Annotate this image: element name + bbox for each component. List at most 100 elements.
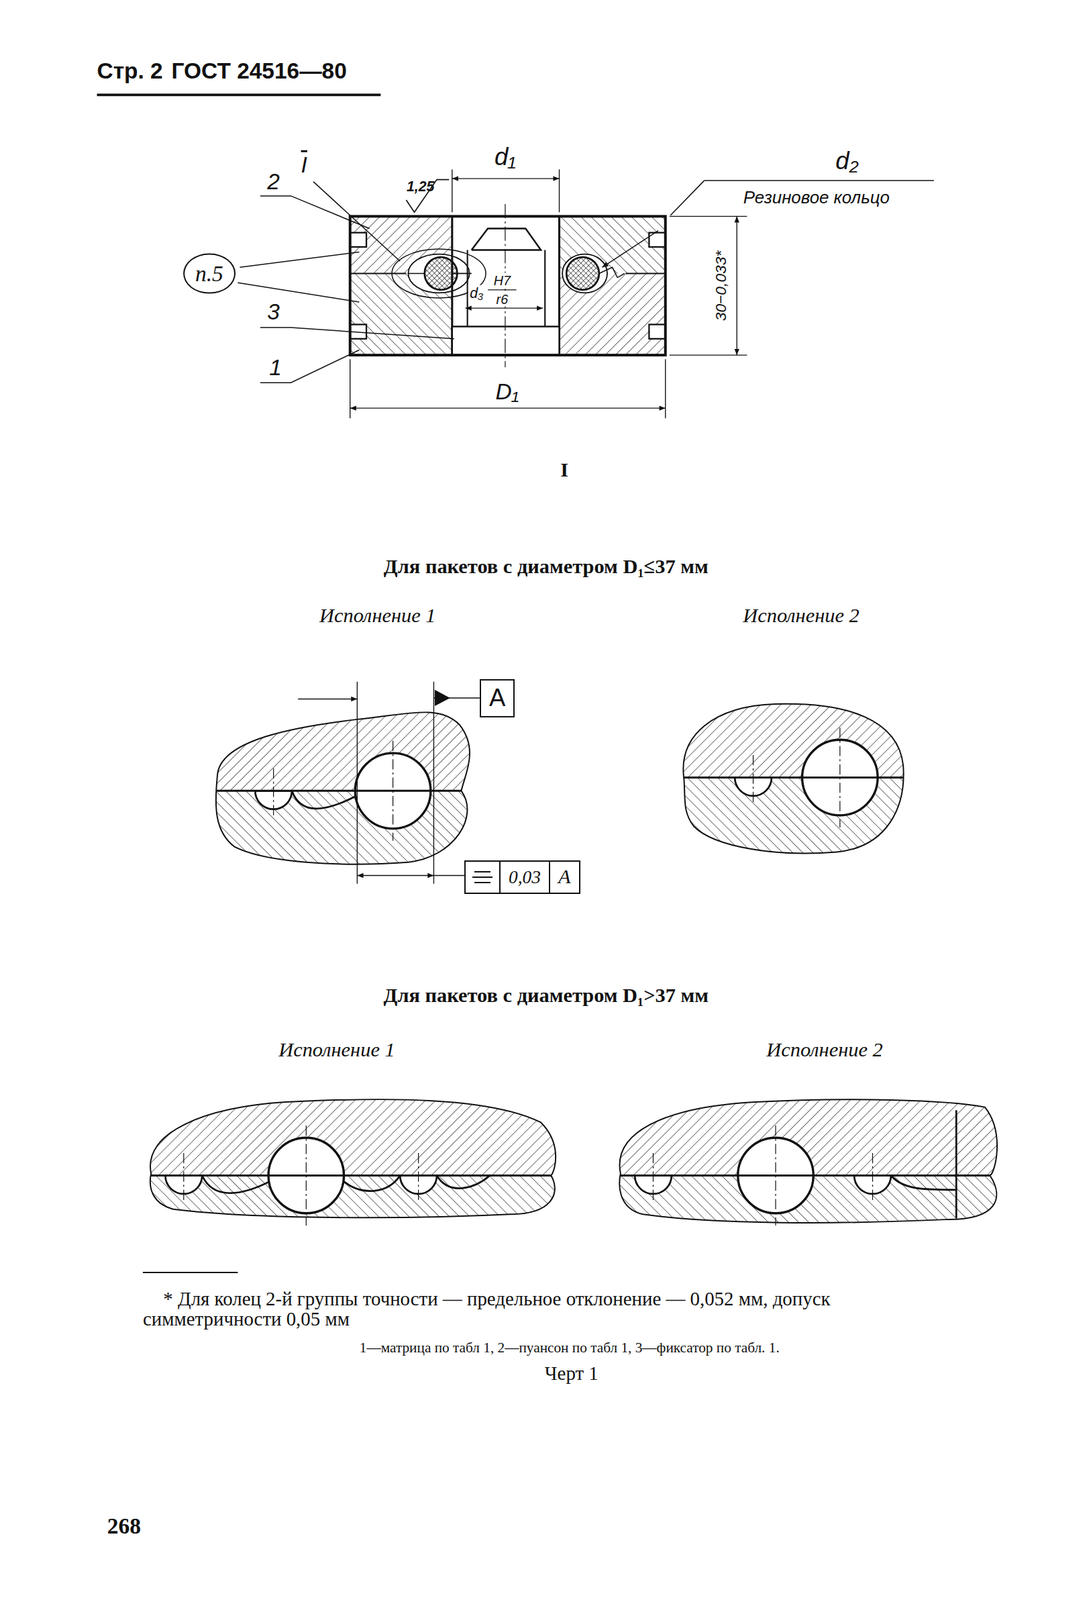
drawing-label: Для пакетов с диаметром D₁>37 мм [383, 983, 709, 1008]
note-text: 1—матрица по табл 1, 2—пуансон по табл 1… [359, 1339, 780, 1356]
drawing-label: Исполнение 2 [766, 1037, 883, 1061]
drawing-part [669, 354, 748, 355]
drawing-part [669, 216, 748, 217]
drawing-label: 2 [267, 168, 280, 194]
fixator [452, 326, 560, 356]
node-text: A [481, 680, 514, 716]
drawing-part [433, 681, 435, 884]
drawing-part [356, 681, 358, 884]
node-text: A [548, 861, 580, 892]
drawing-part [599, 267, 625, 278]
break-outline [619, 1099, 998, 1223]
drawing-part [625, 273, 665, 275]
break-outline [683, 703, 904, 854]
drawing-label: Исполнение 1 [319, 603, 437, 628]
section-hatch [619, 1175, 998, 1223]
contour [201, 1175, 270, 1193]
center-line [183, 1152, 184, 1202]
center-line [392, 740, 394, 841]
dimension-line [350, 407, 666, 408]
note-ref-circle: п.5 [183, 252, 236, 294]
drawing-label: Исполнение 2 [742, 603, 860, 628]
center-line [774, 1125, 776, 1226]
drawing-label: H7 [492, 273, 512, 289]
drawing-label: 3 [267, 299, 280, 325]
symbol-stroke [474, 870, 491, 873]
drawing-label: D₁ [495, 379, 520, 405]
fraction-bar [487, 289, 517, 290]
contour [291, 790, 357, 809]
parting-line [0, 1174, 1091, 1177]
section-hatch [619, 1099, 998, 1175]
center-line [752, 754, 754, 804]
drawing-label: Исполнение 1 [278, 1037, 396, 1061]
leader-line [239, 252, 359, 268]
symbol-stroke [474, 881, 491, 883]
tolerance-frame: 0,03A [464, 860, 580, 894]
dimension-line [465, 307, 544, 309]
drawing-part [452, 273, 472, 275]
center-line [273, 768, 274, 818]
leader-line [313, 181, 400, 262]
footnote-rule [142, 1271, 238, 1273]
drawing-part [664, 358, 666, 419]
drawing-part [433, 874, 465, 876]
drawing-label: d₃ [468, 284, 485, 301]
note-text: 268 [107, 1513, 141, 1539]
leader-line [260, 350, 360, 384]
leader-line [260, 195, 370, 229]
drawing-part [349, 358, 351, 419]
center-line [652, 1152, 654, 1202]
contour [955, 1109, 958, 1218]
package-outline [350, 216, 666, 355]
center-line [305, 1125, 307, 1226]
rubber-ring [566, 256, 600, 290]
break-outline [150, 1099, 556, 1218]
leader-line [670, 180, 704, 216]
drawing-label: I [560, 457, 569, 482]
break-outline [216, 711, 470, 864]
section-hatch [216, 790, 470, 864]
center-line [418, 1152, 419, 1202]
punch-head [471, 228, 541, 251]
dimension-line [356, 874, 434, 876]
datum-triangle [434, 689, 451, 706]
node-text: 0,03 [499, 861, 549, 892]
groove [350, 232, 367, 247]
note-text: Черт 1 [544, 1362, 599, 1385]
drawing-label: Резиновое кольцо [743, 187, 890, 209]
symmetry-symbol-cell [465, 861, 500, 892]
datum-box: A [479, 679, 515, 717]
node-text: п.5 [195, 261, 224, 286]
section-hatch [683, 703, 904, 778]
contour [436, 1175, 490, 1189]
parting-line [0, 1174, 1091, 1177]
drawing-label: 1,25 [406, 178, 435, 195]
section-hatch [683, 777, 904, 854]
symmetry-symbol [472, 869, 493, 885]
drawing-part [544, 250, 546, 327]
parting-line [0, 789, 1091, 792]
drawing-label: Стр. 2 [96, 58, 163, 84]
leader-line [601, 230, 659, 268]
leader-line [237, 282, 359, 302]
dimension-line [736, 216, 738, 355]
dimension-line [297, 698, 357, 700]
dimension-line [452, 177, 560, 179]
leader-line [260, 327, 455, 339]
section-hatch [216, 711, 470, 791]
drawing-part [558, 169, 560, 213]
header-rule [96, 93, 381, 96]
section-hatch [150, 1099, 556, 1175]
ring-recess [562, 254, 608, 294]
drawing-label: r6 [495, 291, 510, 307]
center-line [872, 1152, 873, 1202]
note-text: * Для колец 2-й группы точности — предел… [142, 1288, 960, 1330]
leader-shelf [704, 179, 934, 182]
center-line [839, 727, 841, 828]
symbol-stroke [472, 876, 493, 878]
drawing-label: I [301, 152, 308, 178]
groove [648, 324, 665, 339]
